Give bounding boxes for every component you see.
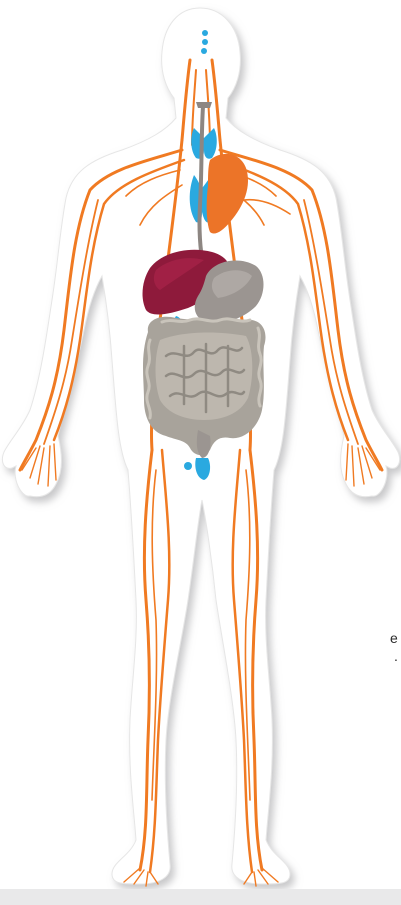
- pineal-node-top: [202, 30, 208, 36]
- small-intestine: [156, 333, 253, 420]
- pineal-node-mid: [202, 39, 208, 45]
- pineal-node-bottom: [201, 48, 207, 54]
- cut-off-label-line-1: e: [390, 630, 398, 646]
- esophagus-top: [196, 102, 212, 108]
- testis-node: [184, 462, 192, 470]
- cut-off-label-line-2: .: [394, 648, 398, 664]
- bottom-strip: [0, 889, 401, 905]
